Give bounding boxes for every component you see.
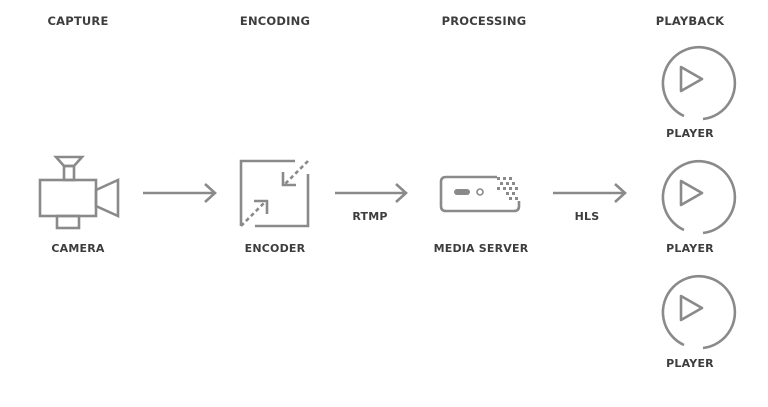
- stage-heading-capture: CAPTURE: [47, 14, 109, 28]
- edge-label-rtmp: RTMP: [352, 210, 388, 223]
- arrow-server-to-players: [553, 183, 627, 203]
- node-label-camera: CAMERA: [51, 242, 105, 255]
- server-box-icon: [439, 175, 521, 213]
- node-label-encoder: ENCODER: [244, 242, 306, 255]
- stage-heading-encoding: ENCODING: [239, 14, 311, 28]
- server-dots: [497, 177, 518, 200]
- arrow-camera-to-encoder: [143, 183, 217, 203]
- node-label-player: PLAYER: [666, 242, 714, 255]
- arrow-encoder-to-server: [335, 183, 408, 203]
- stage-heading-processing: PROCESSING: [441, 14, 527, 28]
- compress-arrows-icon: [239, 159, 310, 228]
- node-label-media-server: MEDIA SERVER: [433, 242, 529, 255]
- edge-label-hls: HLS: [574, 210, 600, 223]
- play-circle-icon: [661, 159, 737, 235]
- stage-heading-playback: PLAYBACK: [655, 14, 725, 28]
- play-circle-icon: [661, 45, 737, 121]
- video-camera-icon: [38, 155, 120, 230]
- play-circle-icon: [661, 274, 737, 350]
- node-label-player: PLAYER: [666, 357, 714, 370]
- node-label-player: PLAYER: [666, 127, 714, 140]
